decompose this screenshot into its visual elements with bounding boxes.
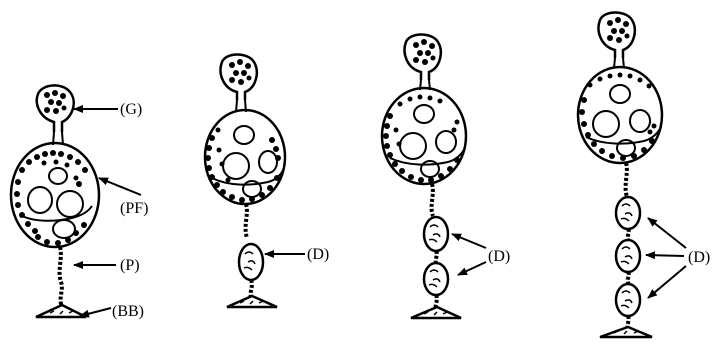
arrow-d-3	[648, 266, 686, 298]
basal-body	[411, 307, 461, 318]
label-d: (D)	[488, 248, 510, 265]
swelling-d	[616, 284, 640, 316]
swelling-d	[616, 240, 640, 272]
arrow-d-2	[646, 255, 684, 256]
body	[382, 88, 466, 184]
panel-2: (D)	[205, 55, 329, 308]
gonidium-head	[599, 13, 635, 59]
swelling-d	[239, 244, 263, 280]
swelling-d	[616, 197, 640, 229]
label-bb: (BB)	[112, 303, 144, 320]
gonidium-head	[221, 55, 257, 101]
label-d: (D)	[307, 246, 329, 263]
basal-body	[600, 327, 652, 337]
gonidium-head	[37, 85, 74, 132]
swelling-d	[424, 217, 448, 251]
swelling-d	[424, 263, 448, 295]
arrow-d-1	[648, 218, 686, 248]
arrow-d-lower	[458, 262, 486, 275]
label-p: (P)	[120, 257, 140, 274]
body	[578, 67, 662, 163]
panel-1: (G) (PF) (P) (BB)	[11, 85, 148, 320]
label-d: (D)	[688, 249, 710, 266]
body	[205, 110, 285, 204]
stalk-p	[60, 247, 62, 307]
body-pf	[11, 143, 99, 247]
label-g: (G)	[120, 101, 142, 118]
panel-3: (D)	[382, 35, 510, 319]
gonidium-head	[405, 35, 441, 81]
arrow-d-upper	[452, 234, 486, 248]
panel-4: (D)	[578, 13, 710, 338]
basal-body	[227, 296, 277, 307]
arrow-bb	[80, 308, 111, 316]
label-pf: (PF)	[120, 200, 148, 217]
basal-body	[36, 305, 86, 317]
arrow-pf	[99, 178, 141, 195]
